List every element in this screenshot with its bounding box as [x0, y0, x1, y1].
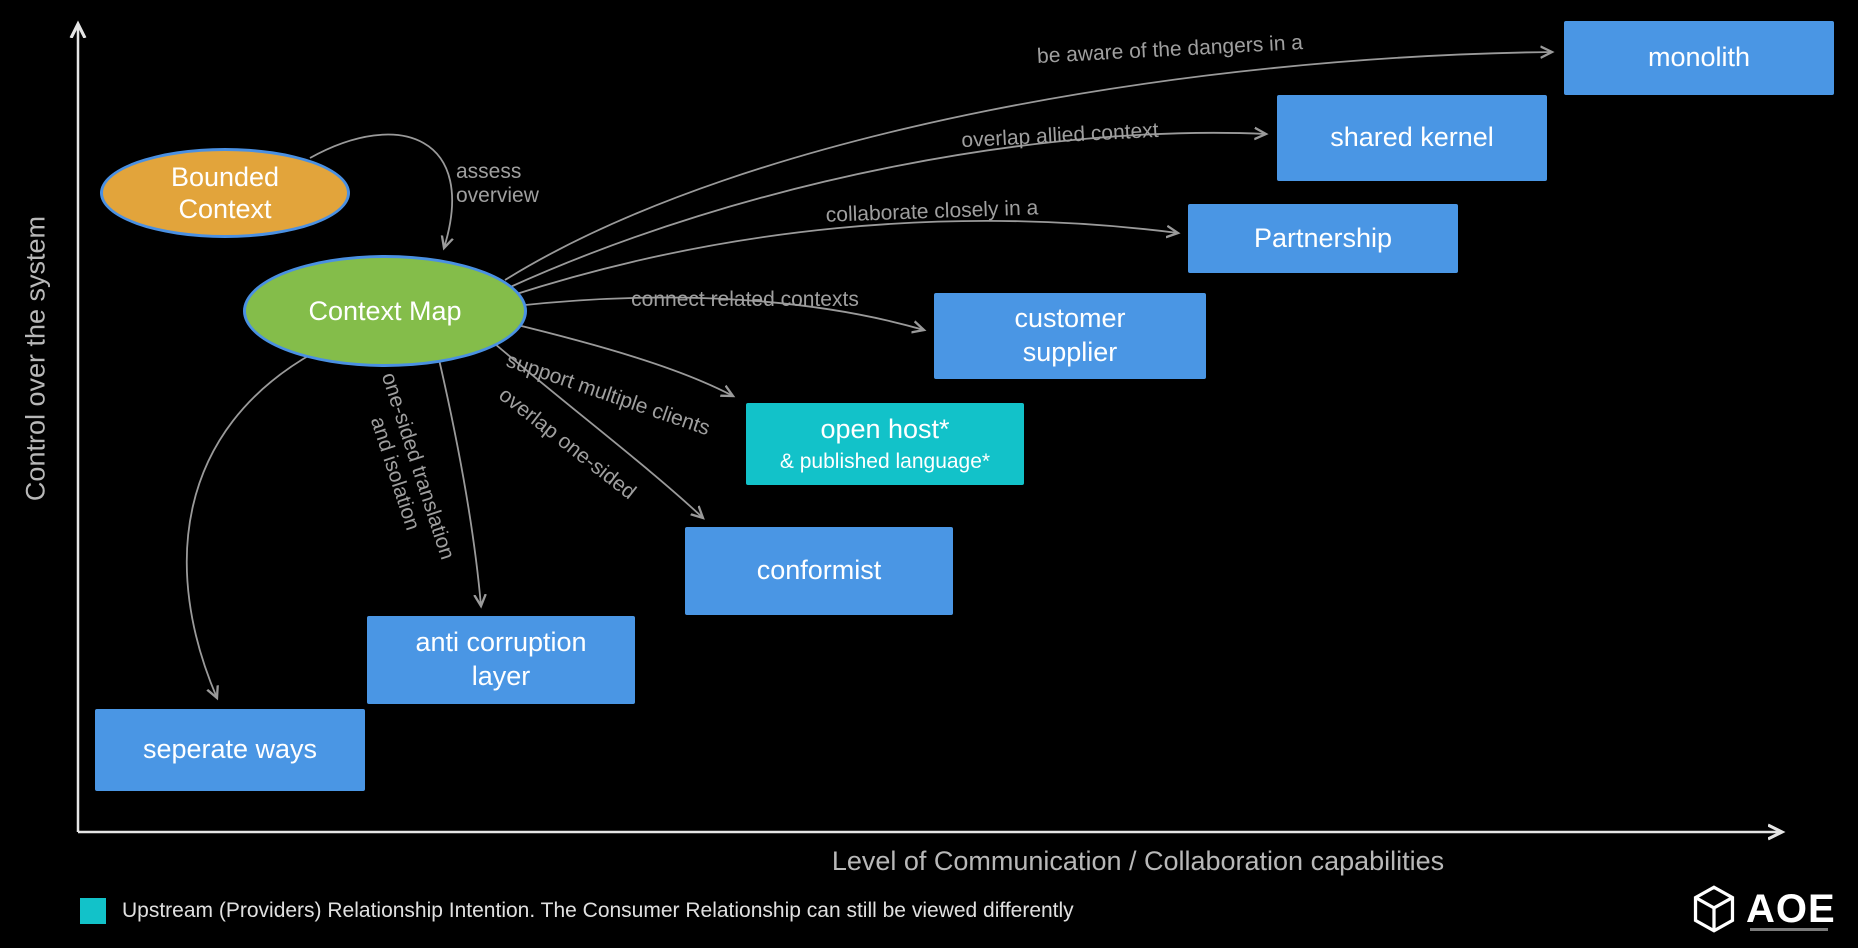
seperate-ways-label: seperate ways	[142, 734, 318, 765]
edge-label-overlap-allied: overlap allied context	[960, 118, 1160, 153]
node-customer-supplier: customer supplier	[934, 293, 1206, 379]
edge-label-one-sided-translation: one-sided translation and isolation	[365, 369, 459, 563]
legend-text: Upstream (Providers) Relationship Intent…	[122, 899, 1074, 922]
shared-kernel-label: shared kernel	[1330, 122, 1494, 153]
node-partnership: Partnership	[1188, 204, 1458, 273]
edge-label-be-aware: be aware of the dangers in a	[1036, 31, 1304, 68]
node-bounded-context: Bounded Context	[100, 148, 350, 238]
node-monolith: monolith	[1564, 21, 1834, 95]
monolith-label: monolith	[1647, 42, 1751, 73]
logo-text: AOE	[1746, 887, 1836, 931]
cube-icon	[1693, 885, 1735, 933]
bounded-context-label: Bounded Context	[170, 161, 280, 224]
x-axis-label: Level of Communication / Collaboration c…	[831, 846, 1445, 876]
anti-corruption-layer-label: anti corruption layer	[415, 627, 587, 691]
node-shared-kernel: shared kernel	[1277, 95, 1547, 181]
customer-supplier-label: customer supplier	[1014, 303, 1126, 367]
edge-label-connect-related: connect related contexts	[631, 288, 859, 311]
y-axis-label: Control over the system	[20, 215, 51, 502]
edge-partnership	[509, 220, 1178, 297]
aoe-logo: AOE	[1692, 884, 1836, 934]
logo-tagline	[1750, 928, 1828, 931]
node-conformist: conformist	[685, 527, 953, 615]
edge-label-assess-overview: assess overview	[456, 160, 539, 207]
open-host-sublabel: & published language*	[779, 449, 991, 473]
legend: Upstream (Providers) Relationship Intent…	[80, 898, 1074, 924]
context-map-label: Context Map	[308, 295, 462, 326]
node-open-host: open host* & published language*	[746, 403, 1024, 485]
open-host-label: open host*	[820, 414, 950, 444]
node-anti-corruption-layer: anti corruption layer	[367, 616, 635, 704]
edge-seperate-ways	[185, 351, 316, 698]
edge-anti-corruption	[437, 354, 481, 606]
node-context-map: Context Map	[243, 255, 527, 367]
edge-label-collaborate-closely: collaborate closely in a	[825, 196, 1039, 227]
conformist-label: conformist	[756, 555, 882, 586]
legend-swatch-upstream	[80, 898, 106, 924]
node-seperate-ways: seperate ways	[95, 709, 365, 791]
partnership-label: Partnership	[1253, 222, 1393, 253]
